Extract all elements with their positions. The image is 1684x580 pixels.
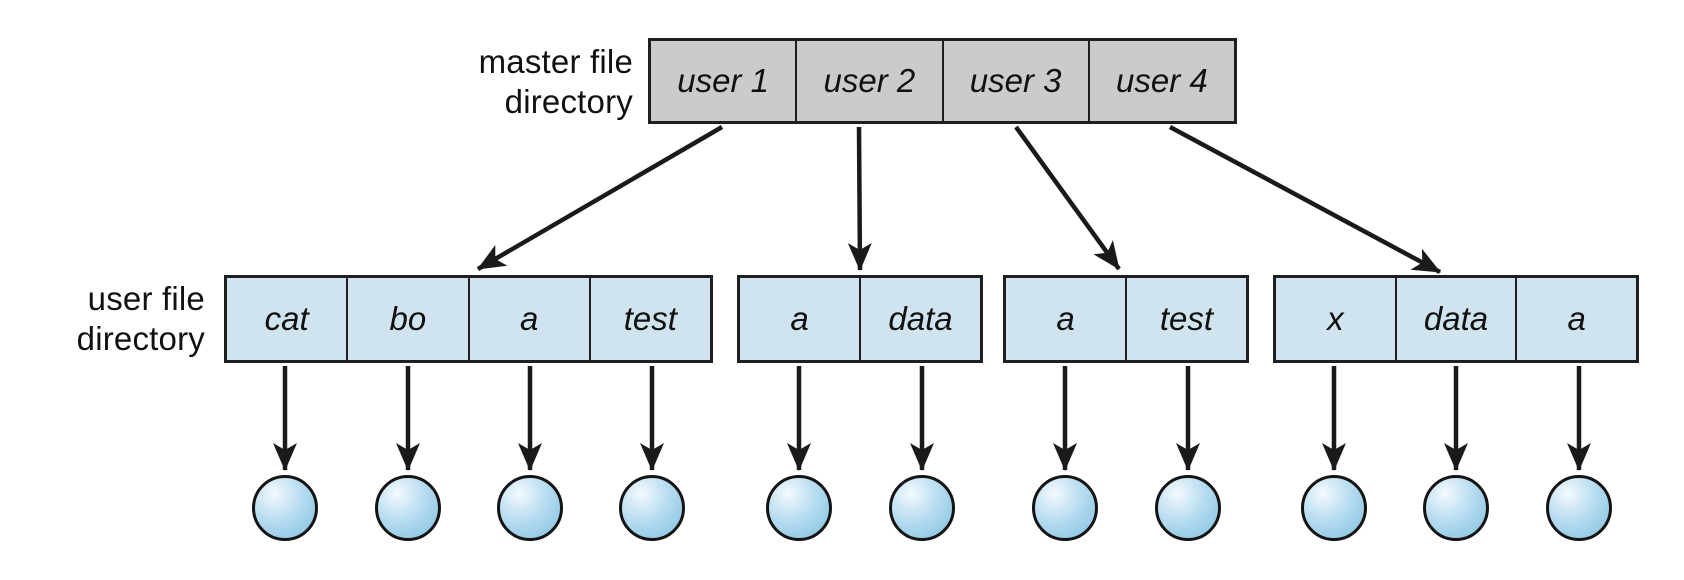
ufd-group-user1: cat bo a test bbox=[224, 275, 713, 363]
master-file-directory-label: master file directory bbox=[280, 42, 633, 122]
mfd-cell-user3: user 3 bbox=[941, 41, 1088, 121]
mfd-cell-user2: user 2 bbox=[795, 41, 941, 121]
file-circle bbox=[375, 475, 441, 541]
ufd-cell-a1: a bbox=[467, 278, 589, 360]
file-circle bbox=[1546, 475, 1612, 541]
ufd-cell-data1: data bbox=[859, 278, 980, 360]
file-circle bbox=[889, 475, 955, 541]
ufd-cell-cat: cat bbox=[264, 300, 309, 337]
ufd-cell-data2: data bbox=[1394, 278, 1516, 360]
ufd-cell-test2: test bbox=[1125, 278, 1246, 360]
ufd-label-line1: user file bbox=[87, 280, 205, 317]
file-circle bbox=[766, 475, 832, 541]
file-circle bbox=[1155, 475, 1221, 541]
arrow-user1-to-ufd bbox=[476, 125, 724, 271]
ufd-group-user3: a test bbox=[1003, 275, 1249, 363]
ufd-label-line2: directory bbox=[76, 320, 205, 357]
arrow-user2-to-ufd bbox=[847, 126, 872, 271]
master-file-directory-box: user 1 user 2 user 3 user 4 bbox=[648, 38, 1237, 124]
ufd-group-user4: x data a bbox=[1273, 275, 1639, 363]
file-circle bbox=[252, 475, 318, 541]
file-circle bbox=[497, 475, 563, 541]
mfd-label-line2: directory bbox=[504, 83, 633, 120]
ufd-cell-x: x bbox=[1327, 300, 1344, 337]
ufd-cell-a4: a bbox=[1515, 278, 1636, 360]
file-circle bbox=[1301, 475, 1367, 541]
arrow-user4-to-ufd bbox=[1168, 125, 1442, 274]
mfd-cell-user1: user 1 bbox=[677, 62, 769, 99]
ufd-group-user2: a data bbox=[737, 275, 983, 363]
mfd-label-line1: master file bbox=[478, 43, 633, 80]
file-circle bbox=[1423, 475, 1489, 541]
file-circle bbox=[1032, 475, 1098, 541]
ufd-cell-test1: test bbox=[588, 278, 710, 360]
mfd-cell-user4: user 4 bbox=[1087, 41, 1234, 121]
ufd-cell-a3: a bbox=[1056, 300, 1075, 337]
arrow-user3-to-ufd bbox=[1014, 125, 1121, 271]
file-circle bbox=[619, 475, 685, 541]
ufd-cell-bo: bo bbox=[346, 278, 467, 360]
ufd-cell-a2: a bbox=[790, 300, 809, 337]
user-file-directory-label: user file directory bbox=[0, 279, 205, 359]
